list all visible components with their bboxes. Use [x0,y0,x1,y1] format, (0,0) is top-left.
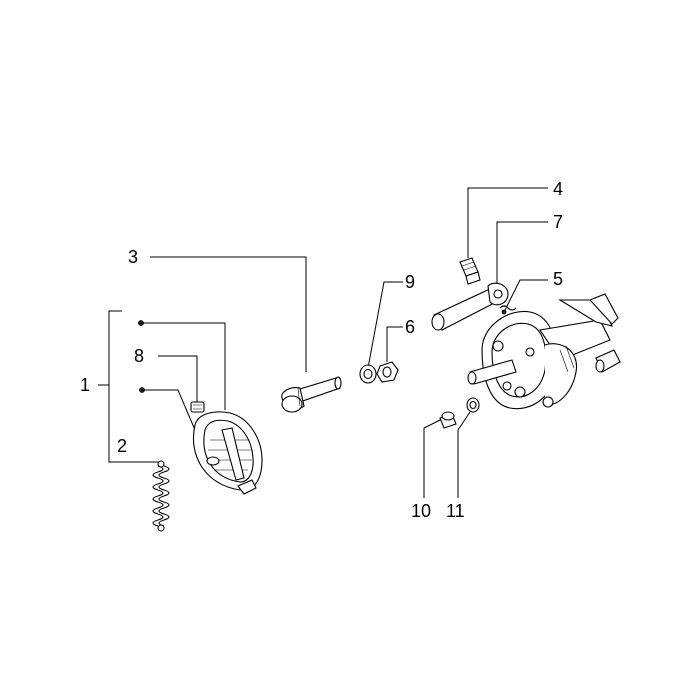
callout-8: 8 [134,346,145,366]
callout-10: 10 [411,501,432,521]
leader-7 [496,221,548,285]
callout-2: 2 [117,436,128,456]
leader-6 [386,326,403,362]
leader-lines [98,187,548,498]
leader-11 [457,411,471,498]
leader-1-bracket [108,310,122,463]
part-lever-7 [431,282,509,331]
callout-6: 6 [405,317,416,337]
part-clip-5 [499,305,517,315]
part-backing-plate [467,293,621,410]
callout-1: 1 [80,375,91,395]
callout-5: 5 [553,269,564,289]
leader-lower-shoe [142,389,196,431]
callout-7: 7 [553,212,564,232]
part-washer-9 [359,364,377,384]
leader-9 [367,281,403,369]
leader-10 [423,417,445,498]
leader-3 [150,256,307,372]
leader-8 [158,355,198,402]
leader-2 [122,461,161,472]
leader-4 [467,187,548,258]
part-brake-shoes [190,401,263,495]
part-bolt-4 [459,257,481,285]
leader-5 [504,279,548,311]
callout-4: 4 [553,179,564,199]
leader-upper-shoe [141,322,226,410]
part-nut-6 [376,361,399,383]
part-cam-shaft [281,376,342,413]
callout-9: 9 [405,272,416,292]
callout-11: 11 [446,501,465,521]
callout-3: 3 [128,247,139,267]
part-washer-11 [466,397,480,413]
part-spring [152,460,170,532]
part-screw-10 [439,411,457,429]
